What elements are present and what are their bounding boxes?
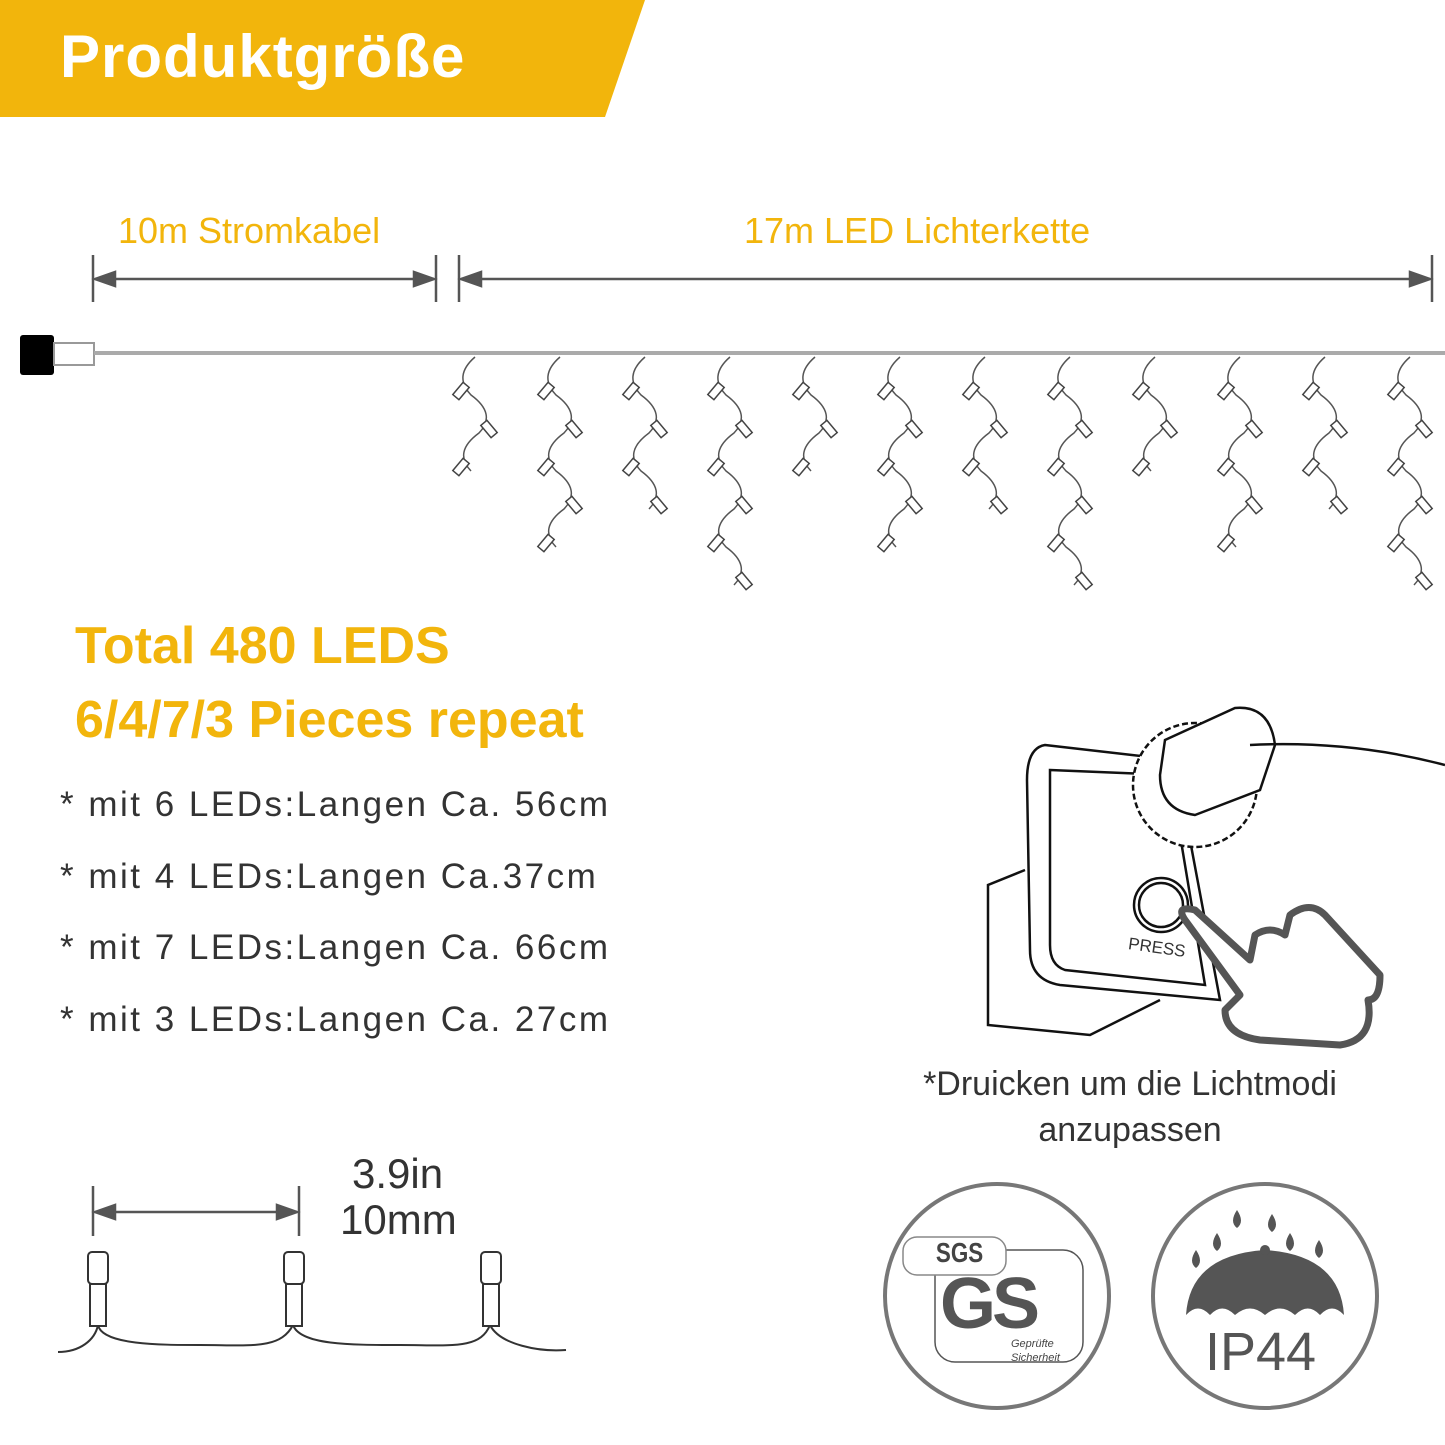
led-bulb [734,495,754,515]
spec-item: * mit 4 LEDs:Langen Ca.37cm [60,857,599,896]
led-bulb [564,419,584,439]
led-bulb [1074,419,1094,439]
icicle-strand [451,356,499,477]
led-bulb [1046,381,1066,401]
led-bulb [1074,495,1094,515]
led-bulb [1131,457,1151,477]
header-banner [0,0,645,117]
spec-item: * mit 3 LEDs:Langen Ca. 27cm [60,1000,611,1039]
led-bulb [1414,571,1434,591]
power-cable-length-label: 10m Stromkabel [118,210,381,251]
led-bulb [536,533,556,553]
icicle-strand [1216,356,1264,553]
icicle-strand [1301,356,1349,515]
spacing-mm: 10mm [340,1196,457,1243]
led-bulb [1414,419,1434,439]
icicle-strand [621,356,669,515]
led-bulb [1244,419,1264,439]
led-bulb [876,533,896,553]
page-title: Produktgröße [60,23,466,90]
plug-icon [20,335,54,375]
led-bulb [1216,457,1236,477]
led-bulb [1414,495,1434,515]
led-bulb [1386,381,1406,401]
spec-item: * mit 6 LEDs:Langen Ca. 56cm [60,785,611,824]
hand-pointer-icon [1178,904,1384,1049]
power-cable-dimension-arrow [91,255,438,302]
led-bulb [649,495,669,515]
led-spacing-arrow [91,1186,301,1236]
led-bulb [1244,495,1264,515]
led-chain-dimension-arrow [457,255,1434,302]
led-bulb [649,419,669,439]
icicle-strands [451,356,1434,591]
led-bulb [961,381,981,401]
led-bulb [989,419,1009,439]
led-bulb [536,457,556,477]
led-bulb [1074,571,1094,591]
led-bulb [479,419,499,439]
icicle-strand [1046,356,1094,591]
led-bulb [734,419,754,439]
led-bulb [1216,381,1236,401]
ip44-label: IP44 [1205,1322,1317,1382]
led-bulb [1386,533,1406,553]
led-bulb [1301,381,1321,401]
led-bulb [621,457,641,477]
gs-line2: Sicherheit [1011,1352,1060,1364]
led-bulb [1159,419,1179,439]
led-bulb [904,419,924,439]
gs-line1: Geprüfte [1011,1338,1054,1350]
led-bulb [791,381,811,401]
controller-caption-line1: *Druicken um die Lichtmodi [923,1065,1337,1103]
led-bulb [904,495,924,515]
led-bulb [876,457,896,477]
spec-item: * mit 7 LEDs:Langen Ca. 66cm [60,928,611,967]
led-bulb [1329,495,1349,515]
led-bulb [706,457,726,477]
led-bulb [791,457,811,477]
pattern-heading: 6/4/7/3 Pieces repeat [75,691,584,749]
led-bulb [536,381,556,401]
controller-caption-line2: anzupassen [1038,1111,1222,1149]
led-bulb [1046,457,1066,477]
led-bulb [706,381,726,401]
led-bulb [1386,457,1406,477]
icicle-strand [536,356,584,553]
led-bulb [621,381,641,401]
led-bulb [564,495,584,515]
icicle-strand [876,356,924,553]
led-bulb [961,457,981,477]
led-bulb [1329,419,1349,439]
icicle-strand [791,356,839,477]
led-bulb [451,381,471,401]
led-bulb [876,381,896,401]
led-bulbs-closeup [57,1251,567,1353]
spacing-inches: 3.9in [352,1150,444,1197]
led-bulb [451,457,471,477]
sgs-label: SGS [935,1237,984,1268]
led-bulb [1046,533,1066,553]
led-bulb [1216,533,1236,553]
icicle-strand [1131,356,1179,477]
led-chain-length-label: 17m LED Lichterkette [744,210,1091,251]
led-bulb [819,419,839,439]
led-bulb [989,495,1009,515]
gs-label: GS [940,1264,1040,1344]
led-bulb [734,571,754,591]
icicle-strand [1386,356,1434,591]
led-bulb [1131,381,1151,401]
led-bulb [706,533,726,553]
controller-illustration [986,706,1445,1037]
icicle-strand [961,356,1009,515]
icicle-strand [706,356,754,591]
led-bulb [1301,457,1321,477]
total-leds-heading: Total 480 LEDS [75,617,450,675]
